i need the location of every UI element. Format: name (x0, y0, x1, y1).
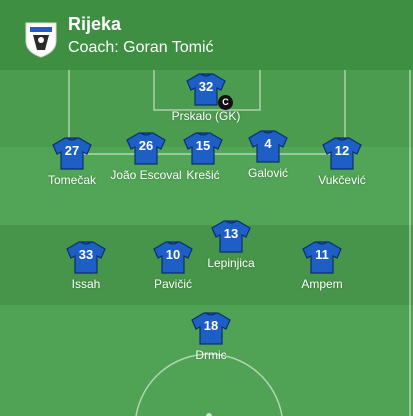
player-number: 27 (64, 143, 80, 158)
player-name: Galović (247, 166, 288, 180)
player-name: Issah (71, 277, 101, 291)
jersey-icon: 12 (322, 136, 362, 170)
jersey-icon: 15 (183, 131, 223, 165)
jersey-icon: 18 (191, 311, 231, 345)
player-number: 13 (223, 226, 239, 241)
jersey-icon: 11 (302, 240, 342, 274)
player-card[interactable]: 15 Krešić (163, 131, 243, 182)
player-name: Krešić (186, 168, 220, 182)
player-card[interactable]: 4 Galović (228, 129, 308, 180)
jersey-icon: 26 (126, 131, 166, 165)
jersey-icon: 13 (211, 219, 251, 253)
player-card[interactable]: 27 Tomečak (32, 136, 112, 187)
player-name: Ampem (301, 277, 343, 291)
pitch-stripe (0, 225, 413, 305)
player-number: 15 (195, 138, 211, 153)
player-card[interactable]: 11 Ampem (282, 240, 362, 291)
jersey-icon: 32 C (186, 72, 233, 110)
player-card[interactable]: 10 Pavičić (133, 240, 213, 291)
player-name: Drmic (195, 348, 227, 362)
captain-badge: C (218, 95, 233, 110)
player-number: 26 (138, 138, 154, 153)
player-number: 10 (165, 247, 181, 262)
player-card[interactable]: 18 Drmic (171, 311, 251, 362)
team-header: Rijeka Coach: Goran Tomić (0, 0, 413, 70)
player-number: 12 (334, 143, 350, 158)
player-card[interactable]: 26 João Escoval (106, 131, 186, 182)
jersey-icon: 33 (66, 240, 106, 274)
player-name: Pavičić (153, 277, 192, 291)
player-number: 33 (78, 247, 94, 262)
center-spot (206, 413, 212, 416)
player-number: 4 (264, 136, 272, 151)
player-name: Lepinjica (207, 256, 255, 270)
club-crest-icon (25, 22, 57, 58)
jersey-icon: 4 (248, 129, 288, 163)
player-card[interactable]: 12 Vukčević (302, 136, 382, 187)
player-name: João Escoval (110, 168, 182, 182)
player-name: Prskalo (GK) (171, 109, 241, 123)
jersey-icon: 10 (153, 240, 193, 274)
player-card[interactable]: 32 C Prskalo (GK) (166, 72, 246, 123)
player-name: Tomečak (47, 173, 97, 187)
player-number: 18 (203, 318, 219, 333)
player-card[interactable]: 33 Issah (46, 240, 126, 291)
player-name: Vukčević (318, 173, 366, 187)
player-number: 11 (315, 247, 329, 262)
coach-name: Coach: Goran Tomić (68, 39, 214, 56)
jersey-icon: 27 (52, 136, 92, 170)
center-circle (135, 353, 283, 416)
team-name: Rijeka (68, 14, 122, 34)
player-number: 32 (198, 79, 214, 94)
player-card[interactable]: 13 Lepinjica (191, 219, 271, 270)
